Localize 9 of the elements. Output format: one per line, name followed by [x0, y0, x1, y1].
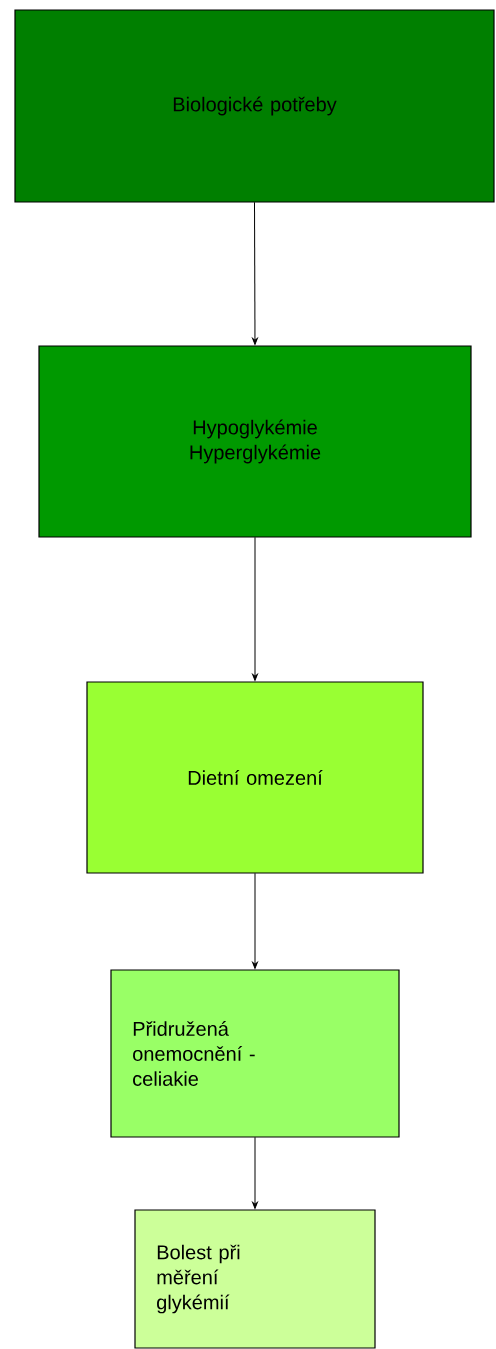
arrow	[252, 1136, 258, 1209]
arrow	[252, 536, 258, 681]
arrow	[252, 201, 258, 345]
process-box: Přidružená onemocnění - celiakie	[110, 969, 400, 1138]
process-box: Biologické potřeby	[14, 9, 495, 203]
process-box: Dietní omezení	[86, 681, 424, 874]
process-box: Bolest při měření glykémií	[134, 1209, 376, 1349]
arrow	[252, 872, 258, 969]
process-box: Hypoglykémie Hyperglykémie	[38, 345, 472, 538]
